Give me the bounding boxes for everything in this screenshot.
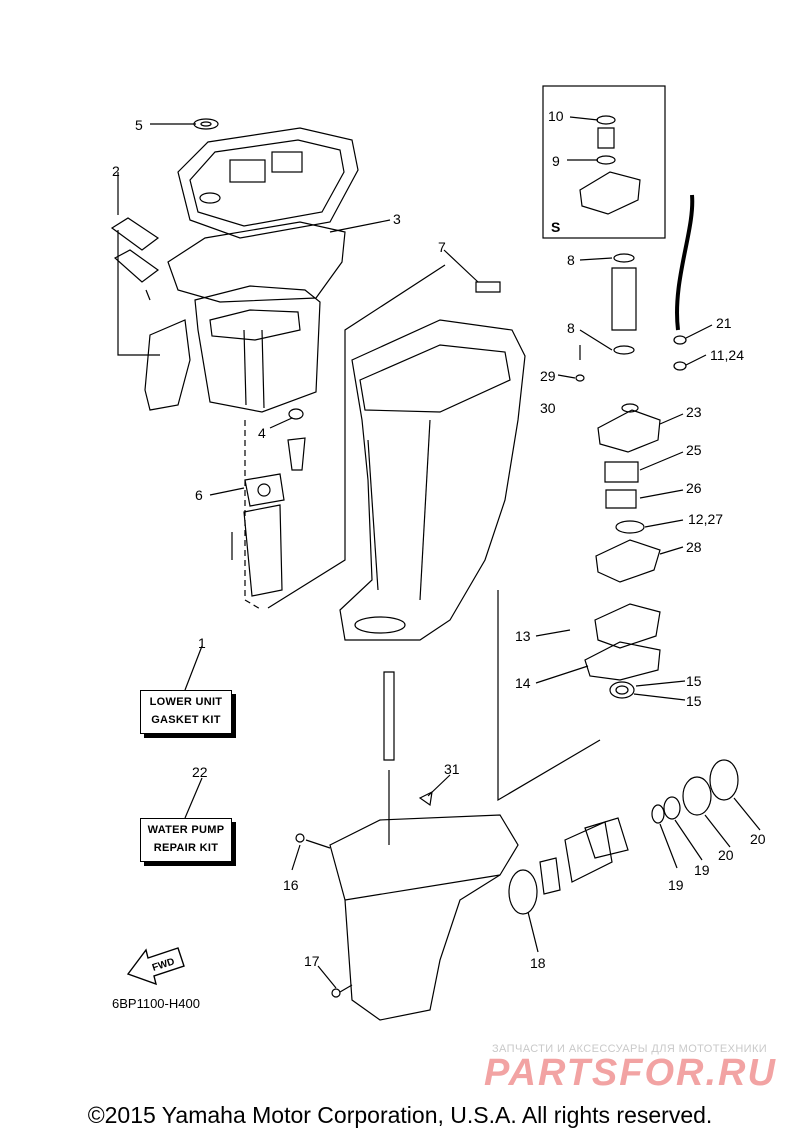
o-ring-20b bbox=[709, 759, 739, 801]
callout-c1: 1 bbox=[198, 635, 206, 651]
callout-c5: 5 bbox=[135, 117, 143, 133]
callout-c13: 13 bbox=[515, 628, 531, 644]
part-7 bbox=[475, 281, 501, 293]
callout-c9: 9 bbox=[552, 153, 560, 169]
callout-c22: 22 bbox=[192, 764, 208, 780]
gear bbox=[584, 817, 629, 859]
oil-pan bbox=[194, 285, 321, 413]
kit1-line2: GASKET KIT bbox=[151, 714, 221, 726]
callout-c19b: 19 bbox=[694, 862, 710, 878]
bearing-housing bbox=[539, 857, 561, 895]
callout-c3: 3 bbox=[393, 211, 401, 227]
part-code: 6BP1100-H400 bbox=[112, 996, 200, 1011]
callout-c20b: 20 bbox=[750, 831, 766, 847]
callout-c29: 29 bbox=[540, 368, 556, 384]
callout-c15a: 15 bbox=[686, 673, 702, 689]
exhaust-guide bbox=[144, 319, 191, 411]
callout-c26: 26 bbox=[686, 480, 702, 496]
drive-shaft bbox=[383, 671, 395, 761]
seal-5 bbox=[193, 118, 219, 130]
base-plate bbox=[594, 603, 661, 649]
callout-c11: 11,24 bbox=[710, 347, 744, 363]
callout-c15b: 15 bbox=[686, 693, 702, 709]
lower-case bbox=[329, 814, 519, 1021]
gasket-6 bbox=[244, 473, 285, 507]
callout-c28: 28 bbox=[686, 539, 702, 555]
gasket-3 bbox=[167, 221, 346, 303]
o-ring-20a bbox=[682, 776, 712, 816]
callout-c8a: 8 bbox=[567, 252, 575, 268]
callout-c25: 25 bbox=[686, 442, 702, 458]
copyright-notice: ©2015 Yamaha Motor Corporation, U.S.A. A… bbox=[87, 1102, 713, 1128]
part-4 bbox=[288, 408, 304, 420]
callout-c6: 6 bbox=[195, 487, 203, 503]
gasket-14 bbox=[584, 641, 661, 681]
gasket-2 bbox=[110, 217, 160, 251]
callout-c14: 14 bbox=[515, 675, 531, 691]
watermark-tagline: ЗАПЧАСТИ И АКСЕССУАРЫ ДЛЯ МОТОТЕХНИКИ bbox=[492, 1043, 768, 1055]
callout-c20a: 20 bbox=[718, 847, 734, 863]
bracket bbox=[113, 249, 160, 283]
propeller-bushing bbox=[564, 821, 613, 883]
lower-unit-gasket-kit-box: LOWER UNIT GASKET KIT bbox=[140, 690, 232, 734]
impeller bbox=[605, 489, 637, 509]
callout-c12: 12,27 bbox=[688, 511, 723, 527]
callout-c10: 10 bbox=[548, 108, 564, 124]
callout-c4: 4 bbox=[258, 425, 266, 441]
callout-c2: 2 bbox=[112, 163, 120, 179]
callout-c30: 30 bbox=[540, 400, 556, 416]
outer-plate bbox=[595, 539, 661, 583]
pump-liner bbox=[604, 461, 639, 483]
callout-c23: 23 bbox=[686, 404, 702, 420]
watermark-logo: PARTSFOR.RU bbox=[484, 1052, 777, 1094]
fwd-arrow-icon: FWD bbox=[126, 947, 185, 986]
o-ring bbox=[615, 520, 645, 534]
pump-housing bbox=[597, 409, 661, 453]
upper-casing-plate bbox=[177, 127, 359, 239]
callout-c16: 16 bbox=[283, 877, 299, 893]
kit22-line2: REPAIR KIT bbox=[153, 842, 219, 854]
water-pump-repair-kit-box: WATER PUMP REPAIR KIT bbox=[140, 818, 232, 862]
callout-c21: 21 bbox=[716, 315, 732, 331]
kit1-line1: LOWER UNIT bbox=[149, 696, 223, 708]
kit22-line1: WATER PUMP bbox=[147, 824, 225, 836]
exhaust-pipe bbox=[243, 504, 283, 597]
callout-c31: 31 bbox=[444, 761, 460, 777]
water-tube bbox=[611, 253, 637, 355]
cooling-hose bbox=[675, 194, 695, 331]
callout-c7: 7 bbox=[438, 239, 446, 255]
inset-frame bbox=[542, 85, 666, 239]
callout-c8b: 8 bbox=[567, 320, 575, 336]
oil-seal bbox=[609, 681, 635, 699]
o-ring-18 bbox=[508, 869, 538, 915]
inset-label: S bbox=[551, 219, 560, 235]
part-31 bbox=[418, 790, 433, 807]
callout-c18: 18 bbox=[530, 955, 546, 971]
callout-c19a: 19 bbox=[668, 877, 684, 893]
callout-c17: 17 bbox=[304, 953, 320, 969]
rubber-seal bbox=[287, 437, 306, 471]
upper-casing bbox=[339, 319, 526, 641]
